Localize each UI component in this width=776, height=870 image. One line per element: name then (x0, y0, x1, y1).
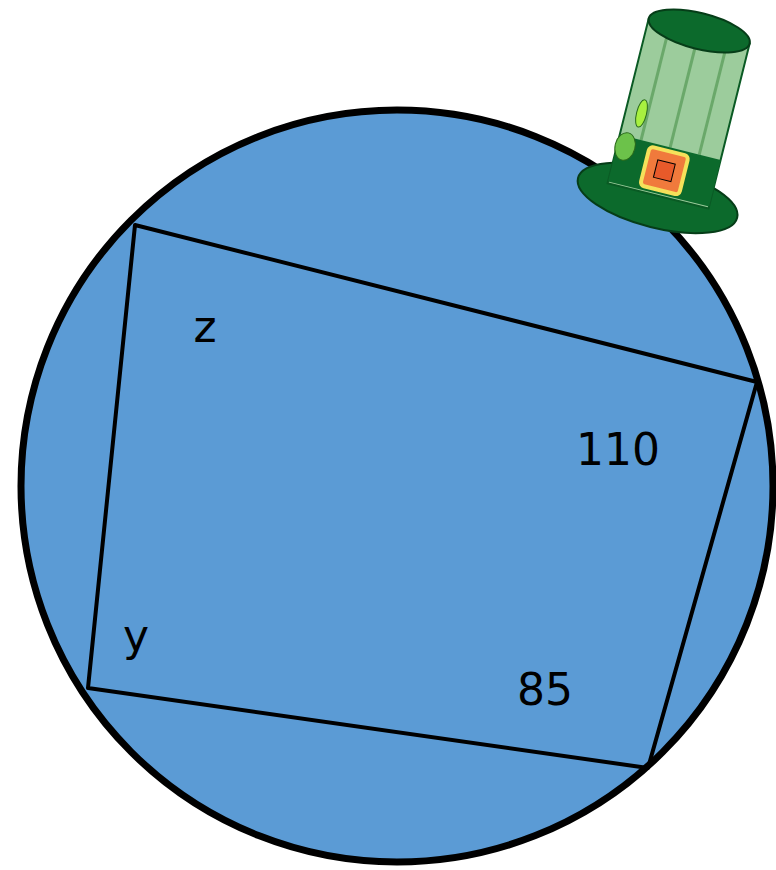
angle-label: 110 (576, 428, 660, 472)
cyclic-quadrilateral (88, 225, 757, 768)
angle-label: z (193, 305, 216, 349)
leprechaun-hat (571, 0, 776, 247)
circle (21, 110, 773, 862)
angle-label: 85 (517, 668, 573, 712)
angle-label: y (123, 614, 149, 658)
